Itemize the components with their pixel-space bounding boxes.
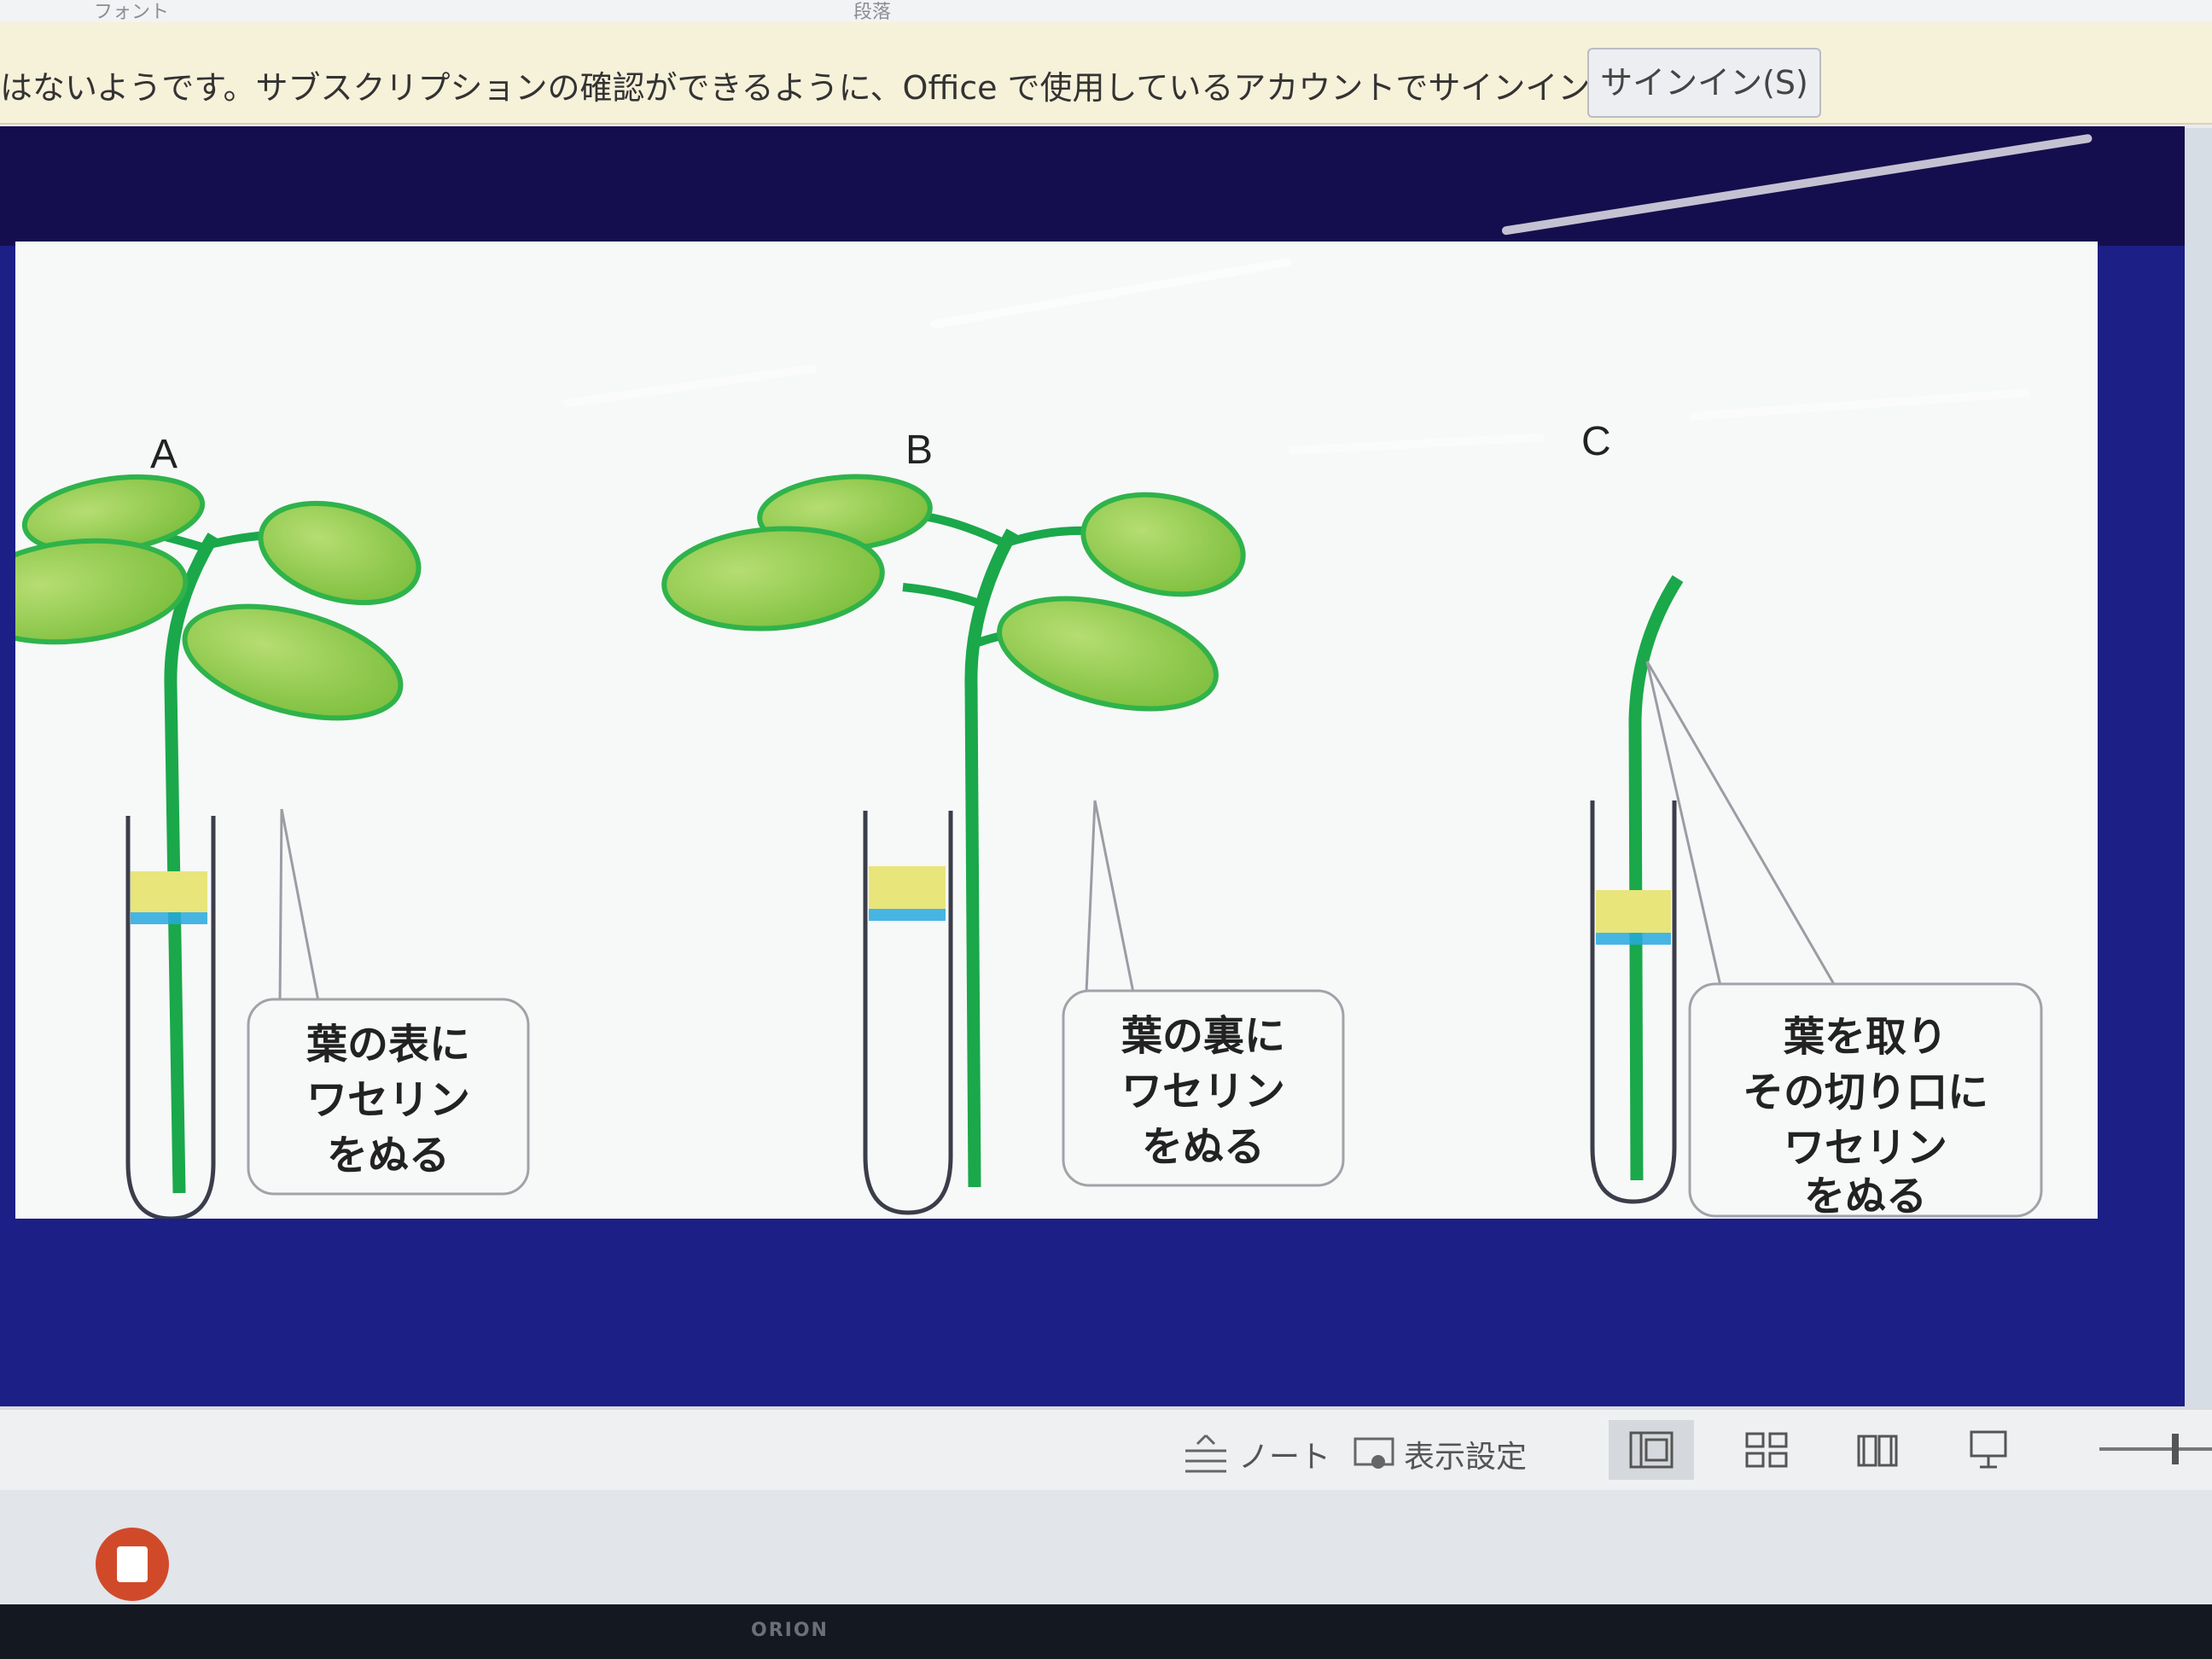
- panel-c-letter: C: [1581, 419, 1611, 464]
- panel-c: C 葉を取り その切り口に ワセリン をぬる: [1581, 419, 2043, 1219]
- normal-view-icon: [1629, 1431, 1674, 1469]
- display-settings-icon: [1353, 1437, 1394, 1469]
- callout-line: をぬる: [1804, 1173, 1927, 1219]
- monitor-bezel: ORION: [0, 1604, 2212, 1659]
- powerpoint-logo: [117, 1546, 148, 1582]
- normal-view-button[interactable]: [1609, 1420, 1694, 1480]
- display-settings-button[interactable]: 表示設定: [1353, 1432, 1527, 1476]
- callout-pointer: [1645, 661, 1837, 987]
- panel-b-letter: B: [905, 428, 933, 473]
- notes-label: ノート: [1238, 1440, 1331, 1475]
- powerpoint-app-icon[interactable]: [96, 1528, 169, 1601]
- panel-a-letter: A: [150, 432, 178, 477]
- leaf: [1080, 492, 1246, 597]
- callout-box: [247, 998, 530, 1196]
- signin-button[interactable]: サインイン(S): [1587, 48, 1821, 118]
- panel-a: A: [15, 432, 530, 1219]
- stem: [1628, 574, 1684, 1181]
- oil-layer: [869, 866, 946, 909]
- water-line: [869, 909, 946, 921]
- test-tube: [1590, 800, 1677, 1204]
- callout-line: 葉の表に: [306, 1021, 470, 1068]
- monitor-brand: ORION: [751, 1620, 829, 1641]
- leaf: [15, 538, 189, 645]
- water-line: [1596, 933, 1671, 945]
- panel-b: B 葉の裏に ワセリン をぬる: [661, 428, 1345, 1215]
- status-bar: ノート 表示設定: [0, 1408, 2212, 1492]
- callout-line: をぬる: [1142, 1123, 1265, 1171]
- slide-title-area: [0, 126, 2185, 246]
- callout-box: [1062, 989, 1345, 1187]
- callout-pointer: [1085, 800, 1135, 993]
- reading-view-icon: [1857, 1435, 1898, 1467]
- stem: [964, 528, 1018, 1188]
- experiment-diagram: A: [15, 419, 2043, 1219]
- slide[interactable]: A: [0, 126, 2185, 1406]
- taskbar: [0, 1490, 2212, 1604]
- ribbon-group-paragraph: 段落: [853, 2, 892, 23]
- callout-line: 葉の裏に: [1121, 1012, 1285, 1060]
- message-bar: はないようです。サブスクリプションの確認ができるように、Office で使用して…: [0, 22, 2212, 125]
- oil-layer: [1596, 890, 1671, 933]
- zoom-slider[interactable]: [2099, 1447, 2212, 1451]
- callout-line: その切り口に: [1743, 1068, 1988, 1116]
- zoom-slider-thumb[interactable]: [2172, 1434, 2179, 1464]
- slideshow-icon: [1970, 1430, 2007, 1469]
- slideshow-button[interactable]: [1946, 1420, 2031, 1480]
- screen: フォント 段落 はないようです。サブスクリプションの確認ができるように、Offi…: [0, 0, 2212, 1604]
- message-bar-text: はないようです。サブスクリプションの確認ができるように、Office で使用して…: [0, 69, 1816, 107]
- callout-line: 葉を取り: [1783, 1013, 1947, 1061]
- oil-layer: [131, 871, 207, 912]
- water-line: [131, 912, 207, 924]
- slide-content: A: [15, 242, 2098, 1219]
- notes-button[interactable]: ノート: [1182, 1432, 1330, 1476]
- leaf: [182, 603, 404, 721]
- leaf: [258, 500, 422, 606]
- ribbon-group-font: フォント: [94, 2, 170, 23]
- slide-sorter-button[interactable]: [1724, 1420, 1809, 1480]
- leaf-stalk: [902, 583, 983, 608]
- callout-box: [1688, 982, 2043, 1218]
- slide-sorter-icon: [1745, 1432, 1788, 1468]
- callout-line: ワセリン: [306, 1076, 470, 1124]
- leaf: [997, 596, 1219, 712]
- callout-line: ワセリン: [1121, 1068, 1285, 1115]
- callout-line: ワセリン: [1784, 1124, 1947, 1172]
- notes-icon: [1185, 1434, 1226, 1473]
- callout-line: をぬる: [327, 1132, 450, 1179]
- reading-view-button[interactable]: [1835, 1420, 1920, 1480]
- display-settings-label: 表示設定: [1404, 1440, 1528, 1475]
- test-tube: [125, 816, 216, 1219]
- ribbon-strip: フォント 段落: [0, 0, 2212, 23]
- callout-pointer: [278, 808, 320, 1002]
- leaf: [661, 526, 885, 632]
- stem: [164, 533, 219, 1194]
- test-tube: [863, 811, 953, 1215]
